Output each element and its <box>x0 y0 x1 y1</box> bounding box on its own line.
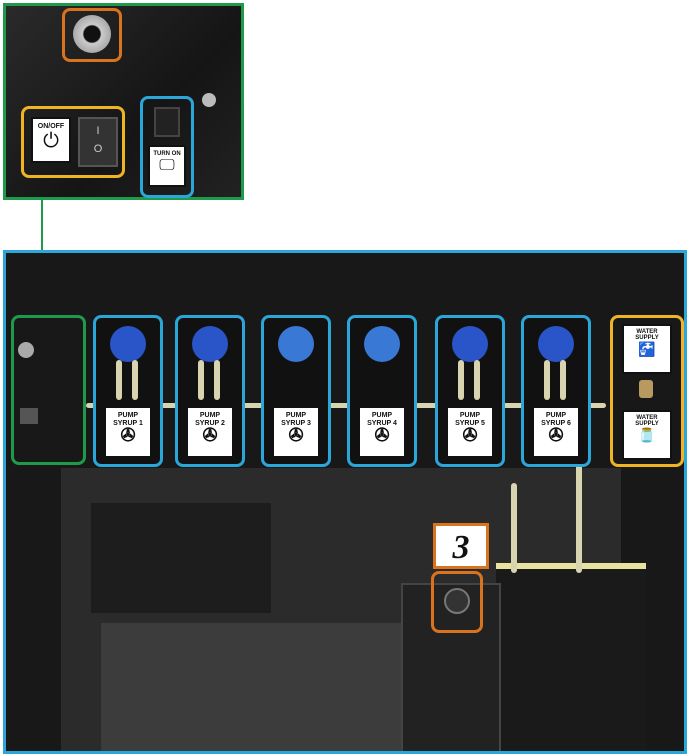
tube <box>198 360 204 400</box>
turn-on-rocker-switch[interactable] <box>154 107 180 137</box>
pump-syrup-highlight: PUMP SYRUP 5✇ <box>435 315 505 467</box>
faucet-icon: 🚰 <box>638 341 656 357</box>
tube <box>214 360 220 400</box>
pump-label-text: PUMP SYRUP 3 <box>281 412 311 427</box>
pump-icon: ✇ <box>202 425 218 445</box>
peristaltic-pump <box>452 326 488 362</box>
obscured-pump <box>278 326 314 362</box>
pump-icon: ✇ <box>288 425 304 445</box>
pump-label: PUMP SYRUP 6✇ <box>532 406 580 458</box>
power-switch-highlight: ON/OFF ⏻ I O <box>21 106 125 178</box>
pump-label: PUMP SYRUP 5✇ <box>446 406 494 458</box>
power-port[interactable] <box>20 408 38 424</box>
turn-on-label: TURN ON 🖵 <box>148 145 186 187</box>
peristaltic-pump <box>110 326 146 362</box>
switch-off-mark: O <box>93 143 103 155</box>
pump-label-text: PUMP SYRUP 5 <box>455 412 485 427</box>
tank-block <box>91 503 271 613</box>
pump-syrup-highlight: PUMP SYRUP 4✇ <box>347 315 417 467</box>
inset-panel-closeup: ON/OFF ⏻ I O TURN ON 🖵 <box>3 3 244 200</box>
pump-label-text: PUMP SYRUP 4 <box>367 412 397 427</box>
obscured-pump <box>364 326 400 362</box>
pump-label: PUMP SYRUP 4✇ <box>358 406 406 458</box>
screw-icon <box>202 93 216 107</box>
pump-syrup-highlight: PUMP SYRUP 1✇ <box>93 315 163 467</box>
main-power-rocker-switch[interactable]: I O <box>78 117 118 167</box>
circuit-breaker-button[interactable] <box>73 15 111 53</box>
water-tank <box>496 563 646 751</box>
circuit-breaker-highlight <box>62 8 122 62</box>
pump-label-text: PUMP SYRUP 6 <box>541 412 571 427</box>
pump-label: PUMP SYRUP 1✇ <box>104 406 152 458</box>
tube <box>544 360 550 400</box>
pump-icon: ✇ <box>548 425 564 445</box>
on-off-text: ON/OFF <box>37 123 65 130</box>
tube <box>576 443 582 573</box>
water-supply-text: WATER SUPPLY <box>635 329 659 341</box>
pump-icon: ✇ <box>120 425 136 445</box>
switch-on-mark: I <box>96 125 100 137</box>
water-supply-tap-label: WATER SUPPLY 🚰 <box>622 324 672 374</box>
tank-switch-highlight <box>431 571 483 633</box>
water-inlet-fitting[interactable] <box>639 380 653 398</box>
water-bottle-icon: 🫙 <box>638 427 656 443</box>
peristaltic-pump <box>192 326 228 362</box>
pump-label-text: PUMP SYRUP 2 <box>195 412 225 427</box>
tube <box>132 360 138 400</box>
pump-icon: ✇ <box>462 425 478 445</box>
callout-number-label: 3 <box>433 523 489 569</box>
on-off-label: ON/OFF ⏻ <box>31 117 71 163</box>
water-supply-text: WATER SUPPLY <box>635 415 659 427</box>
tube <box>458 360 464 400</box>
tube <box>511 483 517 573</box>
pump-label: PUMP SYRUP 2✇ <box>186 406 234 458</box>
connector-panel-highlight <box>11 315 86 465</box>
tank-switch-button[interactable] <box>444 588 470 614</box>
pump-label: PUMP SYRUP 3✇ <box>272 406 320 458</box>
pump-syrup-highlight: PUMP SYRUP 2✇ <box>175 315 245 467</box>
peristaltic-pump <box>538 326 574 362</box>
tube <box>116 360 122 400</box>
turn-on-text: TURN ON <box>153 151 181 157</box>
machine-interior-photo: PUMP SYRUP 1✇PUMP SYRUP 2✇PUMP SYRUP 3✇P… <box>3 250 687 754</box>
pump-icon: ✇ <box>374 425 390 445</box>
turn-on-switch-highlight: TURN ON 🖵 <box>140 96 194 198</box>
pump-syrup-highlight: PUMP SYRUP 3✇ <box>261 315 331 467</box>
power-icon: ⏻ <box>43 130 59 152</box>
tube <box>86 403 606 408</box>
water-supply-highlight: WATER SUPPLY 🚰 WATER SUPPLY 🫙 <box>610 315 684 467</box>
tube <box>560 360 566 400</box>
pump-label-text: PUMP SYRUP 1 <box>113 412 143 427</box>
inner-panel <box>101 623 421 751</box>
monitor-power-icon: 🖵 <box>159 157 175 174</box>
water-supply-bottle-label: WATER SUPPLY 🫙 <box>622 410 672 460</box>
connector-port[interactable] <box>18 342 34 358</box>
tube <box>474 360 480 400</box>
pump-syrup-highlight: PUMP SYRUP 6✇ <box>521 315 591 467</box>
